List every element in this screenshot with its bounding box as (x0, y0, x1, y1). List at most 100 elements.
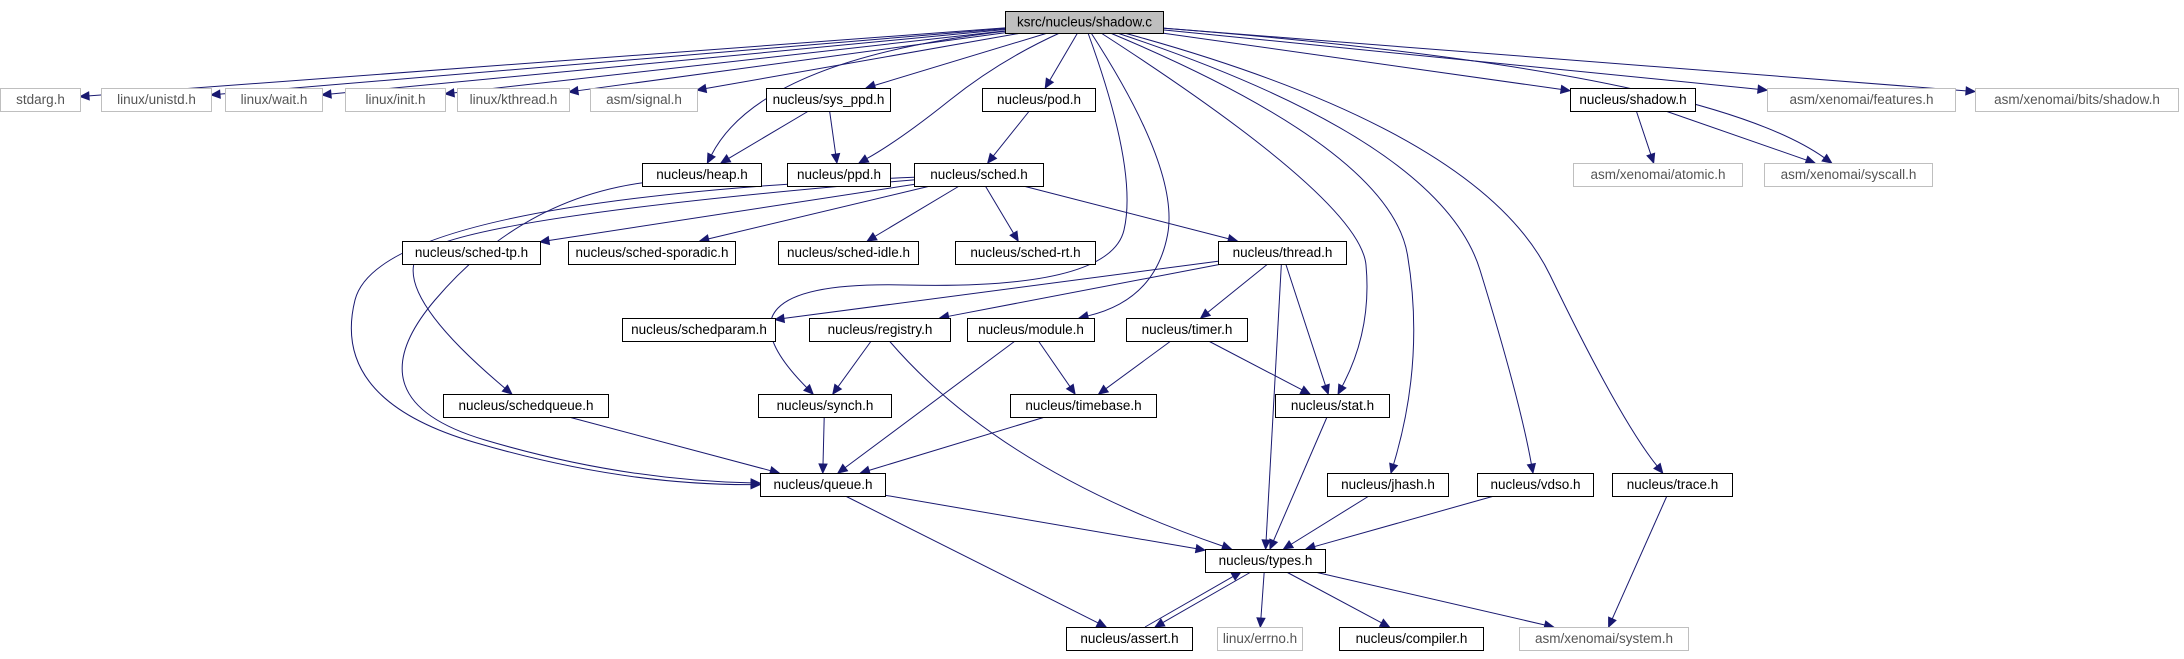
edge-line (1162, 571, 1252, 623)
node-synch[interactable]: nucleus/synch.h (758, 394, 892, 418)
node-trace[interactable]: nucleus/trace.h (1612, 473, 1733, 497)
edge-line (1314, 495, 1495, 548)
node-timebase[interactable]: nucleus/timebase.h (1010, 394, 1157, 418)
node-jhash[interactable]: nucleus/jhash.h (1327, 473, 1449, 497)
node-box (1010, 394, 1157, 418)
edge-line (1260, 571, 1265, 619)
node-label: nucleus/trace.h (1627, 477, 1719, 492)
edge-arrowhead (986, 152, 998, 164)
edge-stat-to-types (1269, 416, 1328, 551)
node-box (778, 241, 919, 265)
edge-line (88, 27, 1006, 97)
edge-line (350, 176, 915, 486)
edge-line (769, 32, 1128, 388)
node-schedparam[interactable]: nucleus/schedparam.h (622, 318, 776, 342)
edge-root-to-ppd (857, 32, 1060, 164)
edge-line (1611, 495, 1668, 619)
edge-registry-to-synch (832, 340, 872, 395)
node-box (1066, 627, 1193, 651)
edge-arrowhead (567, 85, 580, 96)
node-types[interactable]: nucleus/types.h (1205, 549, 1326, 573)
edge-arrowhead (1965, 86, 1977, 96)
node-box (1764, 163, 1933, 187)
node-box (1218, 241, 1347, 265)
edge-arrowhead (1608, 616, 1617, 629)
node-compiler[interactable]: nucleus/compiler.h (1339, 627, 1484, 651)
node-label: nucleus/sched-idle.h (787, 245, 910, 260)
node-sys_ppd[interactable]: nucleus/sys_ppd.h (766, 88, 891, 112)
node-shadow[interactable]: nucleus/shadow.h (1570, 88, 1696, 112)
node-timer[interactable]: nucleus/timer.h (1126, 318, 1248, 342)
edge-line (568, 416, 771, 472)
node-label: nucleus/ppd.h (797, 167, 881, 182)
node-signal: asm/signal.h (590, 88, 698, 112)
edge-arrowhead (866, 232, 878, 242)
node-box (982, 88, 1096, 112)
node-schedrt[interactable]: nucleus/sched-rt.h (955, 241, 1096, 265)
node-thread[interactable]: nucleus/thread.h (1218, 241, 1347, 265)
node-label: nucleus/shadow.h (1579, 92, 1686, 107)
node-sched[interactable]: nucleus/sched.h (914, 163, 1044, 187)
edge-queue-to-assert (845, 495, 1108, 628)
edge-module-to-queue (836, 340, 1016, 474)
node-root[interactable]: ksrc/nucleus/shadow.c (1005, 11, 1164, 34)
edge-root-to-pod (1044, 32, 1078, 90)
node-heap[interactable]: nucleus/heap.h (642, 163, 762, 187)
node-label: nucleus/registry.h (828, 322, 933, 337)
edge-line (708, 185, 931, 240)
edge-arrowhead (1282, 539, 1295, 550)
node-module[interactable]: nucleus/module.h (967, 318, 1095, 342)
edge-arrowhead (803, 383, 814, 395)
edge-sched-to-schedrt (984, 185, 1019, 243)
node-pod[interactable]: nucleus/pod.h (982, 88, 1096, 112)
node-schedsporadic[interactable]: nucleus/sched-sporadic.h (568, 241, 736, 265)
node-features: asm/xenomai/features.h (1767, 88, 1956, 112)
node-label: asm/xenomai/system.h (1535, 631, 1673, 646)
node-schedqueue[interactable]: nucleus/schedqueue.h (443, 394, 609, 418)
edge-synch-to-queue (818, 416, 828, 475)
node-registry[interactable]: nucleus/registry.h (809, 318, 951, 342)
edge-arrowhead (818, 463, 828, 475)
edge-root-to-stat (1100, 32, 1368, 396)
node-box (443, 394, 609, 418)
edge-timer-to-timebase (1097, 340, 1172, 395)
edge-line (219, 28, 1006, 95)
edge-line (1162, 27, 1825, 159)
node-label: linux/wait.h (241, 92, 308, 107)
node-box (1573, 163, 1743, 187)
node-label: nucleus/module.h (978, 322, 1084, 337)
node-assert[interactable]: nucleus/assert.h (1066, 627, 1193, 651)
edge-line (868, 416, 1046, 471)
edge-line (845, 495, 1099, 624)
edge-line (866, 32, 1060, 160)
node-label: asm/signal.h (606, 92, 682, 107)
edge-types-to-assert (1153, 571, 1252, 628)
node-label: linux/unistd.h (117, 92, 196, 107)
node-label: nucleus/types.h (1219, 553, 1313, 568)
edge-arrowhead (1095, 618, 1108, 628)
edge-line (884, 494, 1197, 550)
edge-line (577, 32, 1006, 92)
edge-arrowhead (501, 384, 513, 395)
edge-arrowhead (320, 89, 332, 99)
node-ppd[interactable]: nucleus/ppd.h (787, 163, 891, 187)
node-stat[interactable]: nucleus/stat.h (1275, 394, 1390, 418)
node-box (809, 318, 951, 342)
edge-line (1265, 263, 1282, 541)
node-schedtp[interactable]: nucleus/sched-tp.h (402, 241, 541, 265)
edge-root-to-init (443, 30, 1006, 98)
node-schedidle[interactable]: nucleus/sched-idle.h (778, 241, 919, 265)
edge-thread-to-schedparam (773, 260, 1219, 324)
node-box (642, 163, 762, 187)
node-label: linux/kthread.h (470, 92, 558, 107)
edge-line (401, 182, 752, 484)
edge-arrowhead (538, 235, 551, 246)
edge-sched-to-schedsporadic (698, 185, 931, 244)
node-label: nucleus/sched-rt.h (970, 245, 1080, 260)
node-vdso[interactable]: nucleus/vdso.h (1477, 473, 1594, 497)
edge-arrowhead (1299, 385, 1312, 395)
edge-root-to-shadow (1161, 32, 1572, 95)
edge-thread-to-stat (1285, 263, 1330, 396)
edge-arrowhead (1194, 543, 1207, 554)
node-queue[interactable]: nucleus/queue.h (760, 473, 886, 497)
